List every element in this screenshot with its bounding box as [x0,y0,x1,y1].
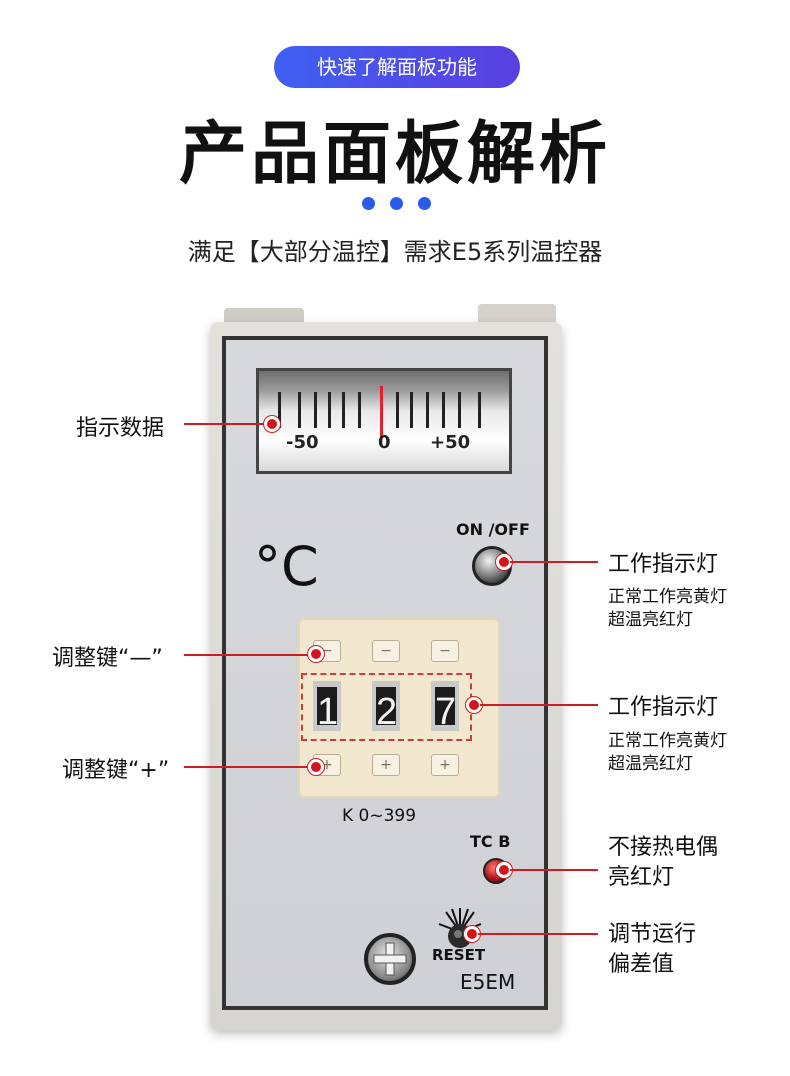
meter-tick [442,392,445,428]
callout-work-lamp-title: 工作指示灯 [608,552,719,577]
setpoint-digit-1: 1 [313,681,341,733]
unit-symbol: °C [254,535,319,598]
callout-line-display [184,423,272,425]
meter-tick [410,392,413,428]
callout-line-minus [184,654,316,656]
onoff-label: ON /OFF [456,520,530,539]
meter-tick [396,392,399,428]
callout-offset-line-2: 偏差值 [608,952,675,977]
digit-3-minus-button[interactable]: − [431,640,459,662]
callout-dot-display [264,416,280,432]
meter-tick [342,392,345,428]
meter-tick [478,392,481,428]
callout-line-thermocouple [510,869,598,871]
meter-tick [358,392,361,428]
callout-line-plus [184,766,316,768]
callout-thermocouple-line-1: 不接热电偶 [608,835,719,860]
meter-tick [298,392,301,428]
callout-line-offset [478,933,598,935]
meter-scale [270,392,496,432]
callout-work-lamp-line-2: 超温亮红灯 [608,610,693,630]
screw-icon [364,933,416,985]
dot-3 [418,197,431,210]
callout-work-lamp-2-title: 工作指示灯 [608,695,719,720]
callout-work-lamp-line-1: 正常工作亮黄灯 [608,587,727,607]
digit-2-plus-button[interactable]: + [372,754,400,776]
callout-display: 指示数据 [76,416,165,441]
callout-minus-key: 调整键“—” [52,646,163,671]
digit-highlight-box [301,673,472,741]
callout-line-lamp [510,561,598,563]
callout-work-lamp-2-line-2: 超温亮红灯 [608,754,693,774]
meter-label-zero: 0 [378,432,391,453]
callout-offset-line-1: 调节运行 [608,922,697,947]
digit-2-minus-button[interactable]: − [372,640,400,662]
reset-label: RESET [432,946,486,964]
callout-line-digits [480,704,598,706]
setpoint-digit-2: 2 [372,681,400,733]
title-dots [362,197,432,211]
tc-label: TC B [470,832,511,851]
callout-work-lamp-2-line-1: 正常工作亮黄灯 [608,731,727,751]
meter-label-max: +50 [430,432,471,453]
meter-tick [458,392,461,428]
digit-3-plus-button[interactable]: + [431,754,459,776]
dot-1 [362,197,375,210]
meter-tick [278,392,281,428]
model-label: E5EM [460,970,516,994]
callout-thermocouple-line-2: 亮红灯 [608,865,675,890]
page-subtitle: 满足【大部分温控】需求E5系列温控器 [187,238,603,266]
meter-tick [328,392,331,428]
page-title: 产品面板解析 [178,115,611,194]
section-pill: 快速了解面板功能 [274,46,520,88]
callout-dot-minus [308,646,324,662]
meter-tick [314,392,317,428]
setpoint-digit-3: 7 [431,681,459,733]
meter-tick [426,392,429,428]
dot-2 [390,197,403,210]
meter-needle [380,386,383,438]
callout-plus-key: 调整键“+” [62,758,170,783]
callout-dot-plus [308,759,324,775]
meter-label-min: -50 [286,432,319,453]
reset-knob-icon[interactable] [436,906,484,950]
range-label: K 0~399 [342,806,417,826]
